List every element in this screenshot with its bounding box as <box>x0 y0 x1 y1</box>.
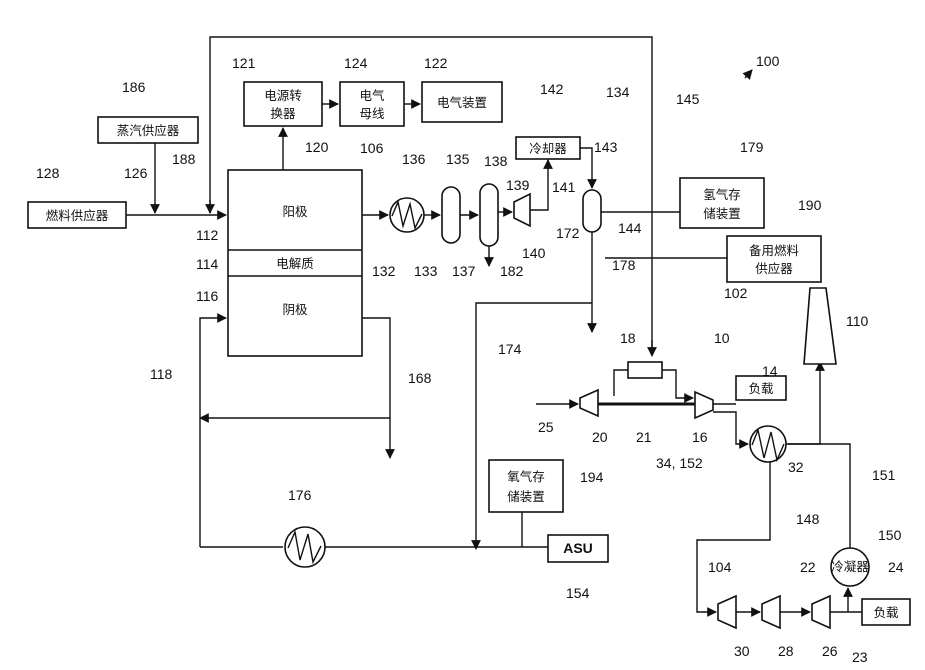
turbine-26 <box>812 596 830 628</box>
svg-text:102: 102 <box>724 285 748 301</box>
steam-supply-label: 蒸汽供应器 <box>117 123 180 138</box>
oxygen-storage-label-1: 氧气存 <box>507 469 545 484</box>
svg-text:136: 136 <box>402 151 426 167</box>
svg-text:18: 18 <box>620 330 636 346</box>
line-148 <box>697 462 770 612</box>
svg-text:168: 168 <box>408 370 432 386</box>
svg-text:186: 186 <box>122 79 146 95</box>
svg-text:25: 25 <box>538 419 554 435</box>
svg-text:154: 154 <box>566 585 590 601</box>
anode-label: 阳极 <box>282 204 308 219</box>
svg-text:141: 141 <box>552 179 576 195</box>
cooler-label: 冷却器 <box>529 141 567 156</box>
svg-text:21: 21 <box>636 429 652 445</box>
svg-text:172: 172 <box>556 225 580 241</box>
svg-text:116: 116 <box>196 288 219 304</box>
svg-text:144: 144 <box>618 220 642 236</box>
heat-exchanger-176 <box>285 527 325 567</box>
svg-text:100: 100 <box>756 53 780 69</box>
svg-text:137: 137 <box>452 263 476 279</box>
svg-text:26: 26 <box>822 643 838 659</box>
compressor-20 <box>580 390 598 416</box>
svg-text:106: 106 <box>360 140 384 156</box>
separator-143 <box>583 190 601 232</box>
svg-text:28: 28 <box>778 643 794 659</box>
svg-text:179: 179 <box>740 139 764 155</box>
electrolyte-label: 电解质 <box>276 256 314 271</box>
svg-text:124: 124 <box>344 55 368 71</box>
svg-text:30: 30 <box>734 643 750 659</box>
svg-text:14: 14 <box>762 363 778 379</box>
load-top-label: 负载 <box>748 381 774 396</box>
svg-text:148: 148 <box>796 511 820 527</box>
svg-text:133: 133 <box>414 263 438 279</box>
svg-text:34, 152: 34, 152 <box>656 455 703 471</box>
svg-text:114: 114 <box>196 256 219 272</box>
svg-text:118: 118 <box>150 366 173 382</box>
power-converter-label-1: 电源转 <box>264 88 302 103</box>
line-141 <box>530 160 548 210</box>
svg-text:22: 22 <box>800 559 816 575</box>
combustor-18 <box>628 362 662 378</box>
svg-text:151: 151 <box>872 467 896 483</box>
svg-text:145: 145 <box>676 91 700 107</box>
svg-text:190: 190 <box>798 197 822 213</box>
svg-text:178: 178 <box>612 257 636 273</box>
oxygen-storage-label-2: 储装置 <box>507 489 545 504</box>
backup-fuel-label-2: 供应器 <box>755 261 793 276</box>
svg-text:10: 10 <box>714 330 730 346</box>
svg-text:143: 143 <box>594 139 618 155</box>
fuel-supply-label: 燃料供应器 <box>46 208 109 223</box>
svg-text:121: 121 <box>232 55 256 71</box>
cathode-label: 阴极 <box>282 302 308 317</box>
turbine-16 <box>695 392 713 418</box>
svg-text:32: 32 <box>788 459 804 475</box>
svg-text:122: 122 <box>424 55 448 71</box>
svg-text:138: 138 <box>484 153 508 169</box>
turbine-28 <box>762 596 780 628</box>
svg-text:134: 134 <box>606 84 630 100</box>
svg-text:182: 182 <box>500 263 524 279</box>
backup-fuel-label-1: 备用燃料 <box>749 243 800 258</box>
svg-text:132: 132 <box>372 263 396 279</box>
vessel-138 <box>480 184 498 246</box>
svg-text:126: 126 <box>124 165 148 181</box>
exhaust-stack-110 <box>804 288 836 364</box>
svg-text:110: 110 <box>846 313 869 329</box>
hydrogen-storage-label-1: 氢气存 <box>703 187 741 202</box>
svg-text:16: 16 <box>692 429 708 445</box>
svg-text:140: 140 <box>522 245 546 261</box>
electrical-device-label: 电气装置 <box>437 95 487 110</box>
svg-text:20: 20 <box>592 429 608 445</box>
svg-text:150: 150 <box>878 527 902 543</box>
svg-text:135: 135 <box>446 151 470 167</box>
load-bottom-label: 负载 <box>873 605 899 620</box>
svg-text:24: 24 <box>888 559 904 575</box>
svg-text:174: 174 <box>498 341 522 357</box>
line-168 <box>362 318 390 458</box>
svg-text:142: 142 <box>540 81 564 97</box>
bus-label-1: 电气 <box>359 88 385 103</box>
turbine-30 <box>718 596 736 628</box>
vessel-135 <box>442 187 460 243</box>
power-converter-label-2: 换器 <box>270 106 296 121</box>
svg-text:112: 112 <box>196 227 219 243</box>
oxygen-storage-box <box>489 460 563 512</box>
svg-text:120: 120 <box>305 139 329 155</box>
svg-text:139: 139 <box>506 177 530 193</box>
asu-label: ASU <box>563 540 593 556</box>
bus-label-2: 母线 <box>359 106 385 121</box>
svg-text:188: 188 <box>172 151 196 167</box>
svg-text:194: 194 <box>580 469 604 485</box>
svg-text:128: 128 <box>36 165 60 181</box>
svg-text:176: 176 <box>288 487 312 503</box>
line-118 <box>200 318 226 547</box>
svg-text:104: 104 <box>708 559 732 575</box>
condenser-label: 冷凝器 <box>831 559 869 574</box>
compressor-140 <box>514 194 530 226</box>
hydrogen-storage-label-2: 储装置 <box>703 206 741 221</box>
reference-numerals: 100 121 124 122 186 188 126 128 120 106 … <box>36 53 904 665</box>
svg-text:23: 23 <box>852 649 868 665</box>
